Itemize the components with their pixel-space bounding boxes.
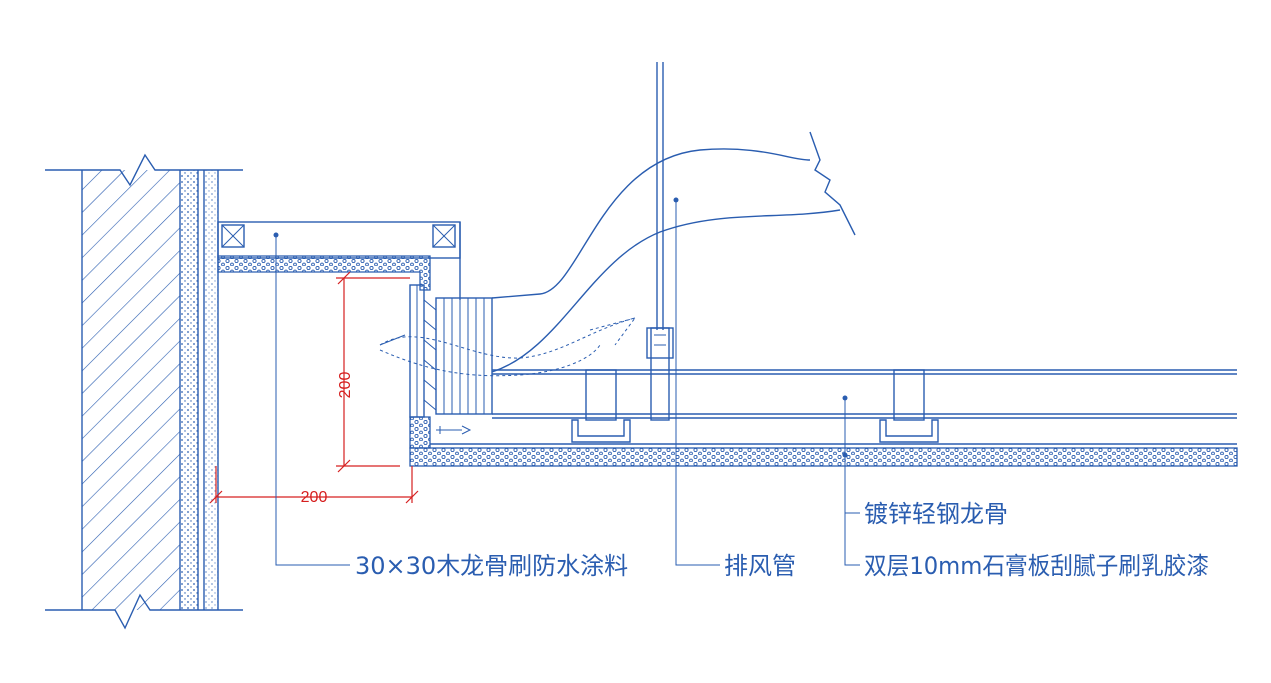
hanger-rod: [646, 62, 674, 421]
dimension-horizontal: [209, 466, 419, 504]
leader-wood-keel: [273, 232, 350, 566]
label-steel-keel: 镀锌轻钢龙骨: [864, 500, 1008, 528]
dimension-horizontal-value: 200: [301, 489, 328, 506]
leader-exhaust-pipe: [673, 197, 720, 566]
dimension-vertical-value: 200: [337, 372, 354, 399]
flexible-duct-connector: [435, 297, 493, 415]
ceiling-gypsum-board: [409, 416, 1238, 467]
label-exhaust-pipe: 排风管: [724, 552, 796, 580]
exhaust-grille: [409, 284, 437, 418]
dimension-vertical: [336, 271, 410, 473]
exhaust-pipe: [491, 131, 856, 373]
wall-plaster-layer: [180, 170, 219, 610]
concrete-wall: [45, 153, 243, 630]
label-gypsum-board: 双层10mm石膏板刮腻子刷乳胶漆: [864, 552, 1209, 580]
label-wood-keel: 30×30木龙骨刷防水涂料: [355, 552, 628, 580]
airflow-arrow: [379, 317, 637, 377]
upper-gypsum-board: [217, 255, 431, 291]
leader-gypsum-board: [842, 452, 860, 566]
galvanized-steel-keel: [492, 369, 1237, 443]
